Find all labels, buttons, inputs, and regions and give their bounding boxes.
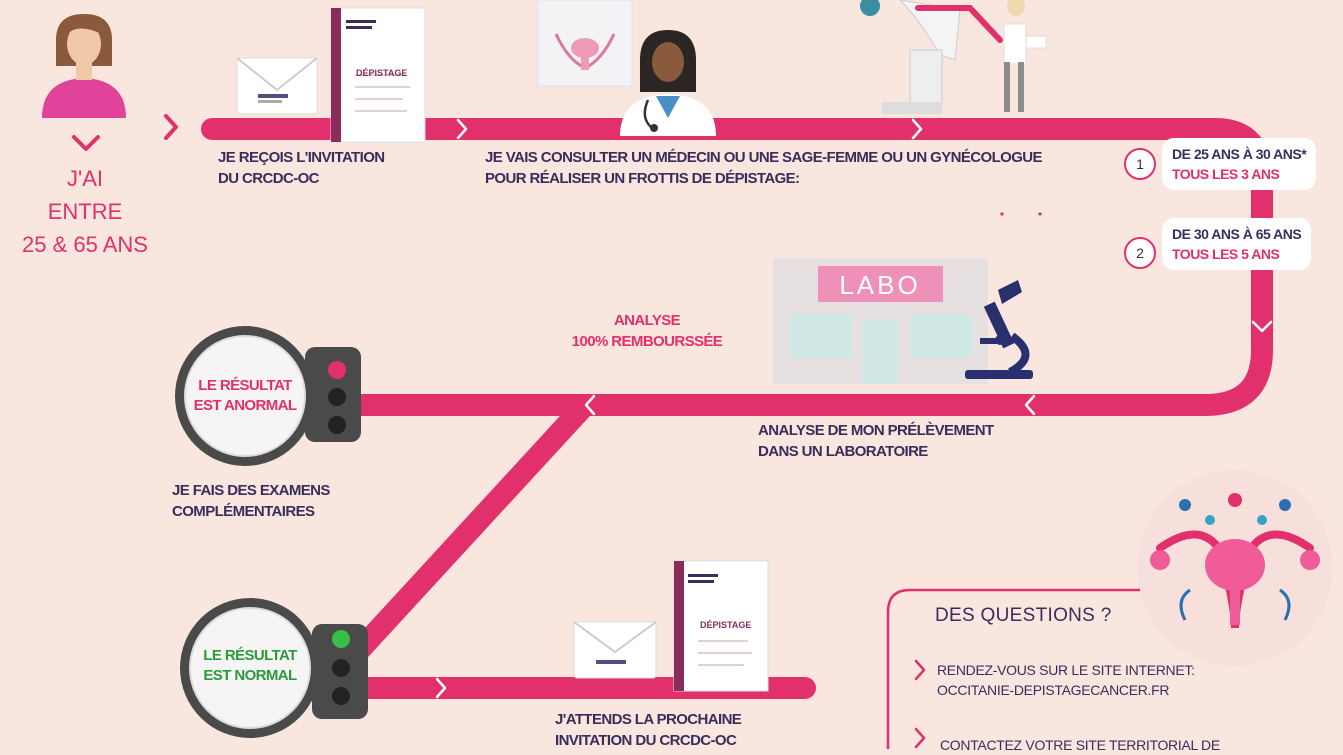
chevron-right-icon [914, 727, 926, 749]
chevron-right-icon [914, 659, 926, 681]
document-icon [673, 560, 769, 692]
decorative-dot [1000, 212, 1004, 216]
chevron-right-icon [456, 118, 468, 140]
age-line-2: ENTRE [47, 199, 123, 224]
chevron-right-icon [911, 118, 923, 140]
step-invitation-label: JE REÇOIS L'INVITATION DU CRCDC-OC [218, 149, 385, 187]
questions-item-contact: CONTACTEZ VOTRE SITE TERRITORIAL DE [940, 737, 1220, 753]
envelope-icon [573, 621, 657, 679]
chevron-down-icon [72, 135, 100, 151]
doctor-icon [620, 30, 716, 136]
step-analysis-label: ANALYSE 100% REMBOURSSÉE [571, 312, 723, 350]
age-range-label: J'AI ENTRE 25 & 65 ANS [0, 162, 170, 261]
range-card: DE 25 ANS À 30 ANS* TOUS LES 3 ANS [1162, 138, 1317, 190]
result-normal-label: LE RÉSULTAT EST NORMAL [203, 647, 297, 684]
exam-room-icon [860, 0, 1047, 114]
age-line-1: J'AI [67, 166, 103, 191]
document-title: DÉPISTAGE [700, 620, 752, 630]
traffic-light-abnormal-icon [175, 326, 361, 466]
range-number-badge: 2 [1124, 237, 1156, 269]
chevron-right-icon [164, 114, 178, 140]
envelope-icon [236, 57, 318, 115]
age-line-3: 25 & 65 ANS [22, 232, 148, 257]
range-number-badge: 1 [1124, 148, 1156, 180]
step-exams-label: JE FAIS DES EXAMENS COMPLÉMENTAIRES [172, 482, 330, 520]
chevron-left-icon [584, 394, 596, 416]
step-consult-label: JE VAIS CONSULTER UN MÉDECIN OU UNE SAGE… [485, 149, 1043, 187]
document-icon [330, 7, 426, 143]
anatomy-card-icon [537, 0, 633, 87]
step-wait-label: J'ATTENDS LA PROCHAINE INVITATION DU CRC… [555, 711, 742, 749]
flow-path-diagonal [344, 394, 596, 666]
lab-sign: LABO [839, 270, 920, 300]
floral-uterus-icon [1137, 470, 1333, 666]
questions-title: DES QUESTIONS ? [935, 605, 1112, 626]
woman-avatar-icon [42, 14, 126, 118]
chevron-right-icon [435, 677, 447, 699]
questions-box-border [886, 588, 1140, 749]
step-lab-label: ANALYSE DE MON PRÉLÈVEMENT DANS UN LABOR… [758, 422, 994, 460]
chevron-left-icon [1024, 394, 1036, 416]
flow-path-top [201, 118, 1273, 416]
decorative-dot [1038, 212, 1042, 216]
questions-item-website: RENDEZ-VOUS SUR LE SITE INTERNET: OCCITA… [937, 662, 1195, 698]
chevron-down-icon [1251, 320, 1273, 333]
document-title: DÉPISTAGE [356, 68, 408, 78]
microscope-icon [965, 280, 1033, 379]
result-abnormal-label: LE RÉSULTAT EST ANORMAL [193, 377, 297, 414]
traffic-light-normal-icon [180, 598, 368, 738]
range-card: DE 30 ANS À 65 ANS TOUS LES 5 ANS [1162, 218, 1312, 270]
lab-building-icon [773, 258, 988, 384]
